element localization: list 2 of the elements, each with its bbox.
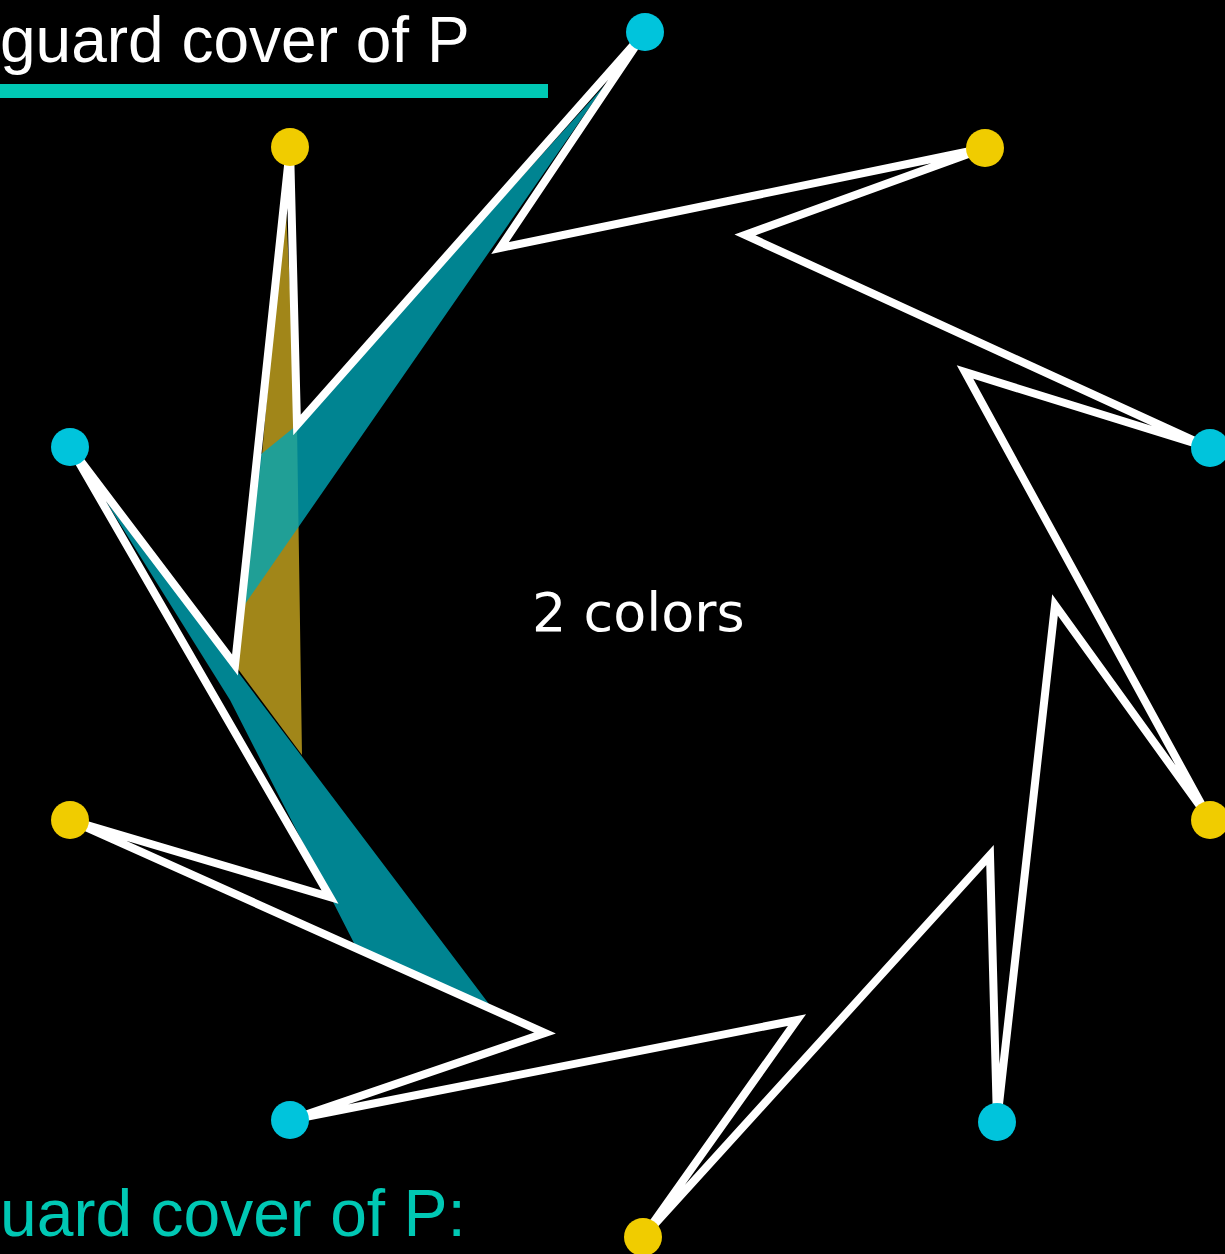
heading: uard cover of P: xyxy=(0,1180,466,1246)
center-label: 2 colors xyxy=(532,586,745,640)
